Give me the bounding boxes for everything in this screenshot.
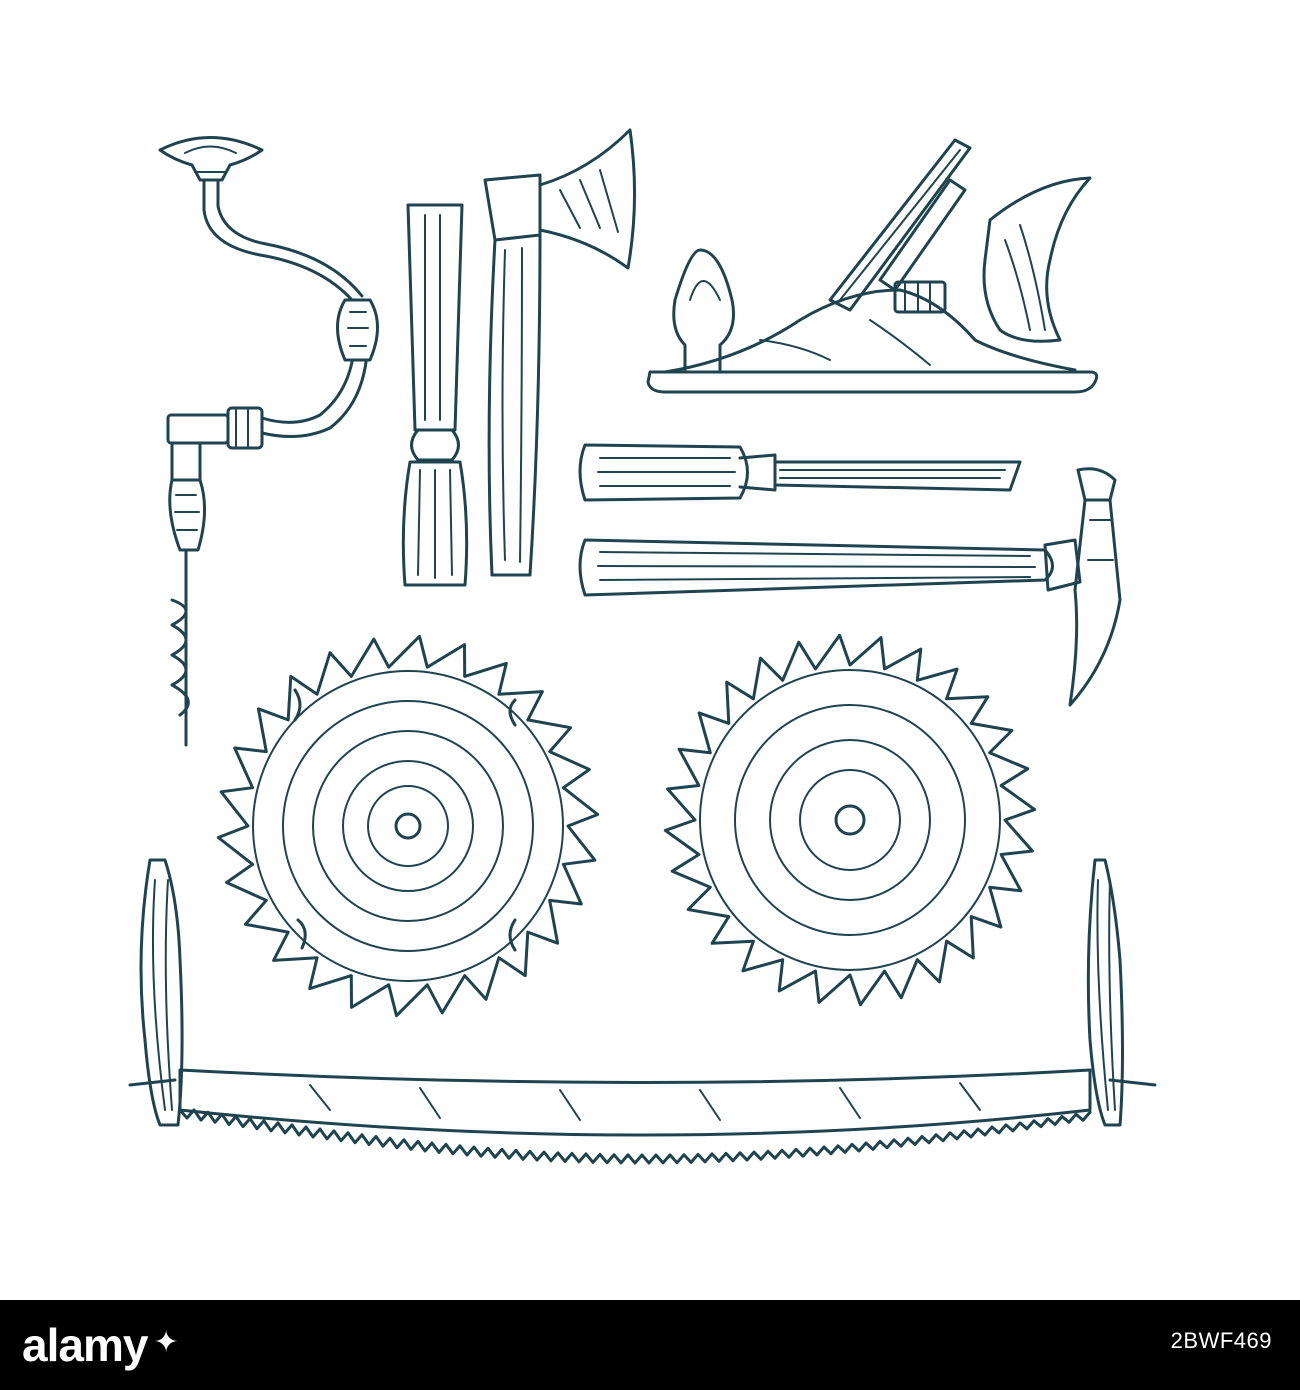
circular-saw-blade-right-icon (663, 633, 1037, 1007)
chisel-icon (401, 203, 469, 587)
small-chisel-icon (578, 443, 1022, 502)
image-id-label: 2BWF469 (1170, 1328, 1272, 1353)
two-man-crosscut-saw-icon (128, 858, 1157, 1165)
brand-logo: alamy ✦ (22, 1316, 179, 1374)
woodworking-tools-illustration (128, 128, 1157, 1165)
illustration-canvas (128, 128, 1157, 1165)
hand-plane-icon (646, 138, 1099, 394)
brace-drill-icon (158, 136, 379, 747)
axe-icon (483, 128, 637, 577)
brand-name: alamy (22, 1319, 148, 1371)
watermark-footer: alamy ✦ 2BWF469 (0, 1300, 1300, 1390)
claw-hammer-icon (578, 467, 1122, 707)
brand-star-icon: ✦ (153, 1326, 179, 1359)
circular-saw-blade-left-icon (216, 634, 600, 1018)
